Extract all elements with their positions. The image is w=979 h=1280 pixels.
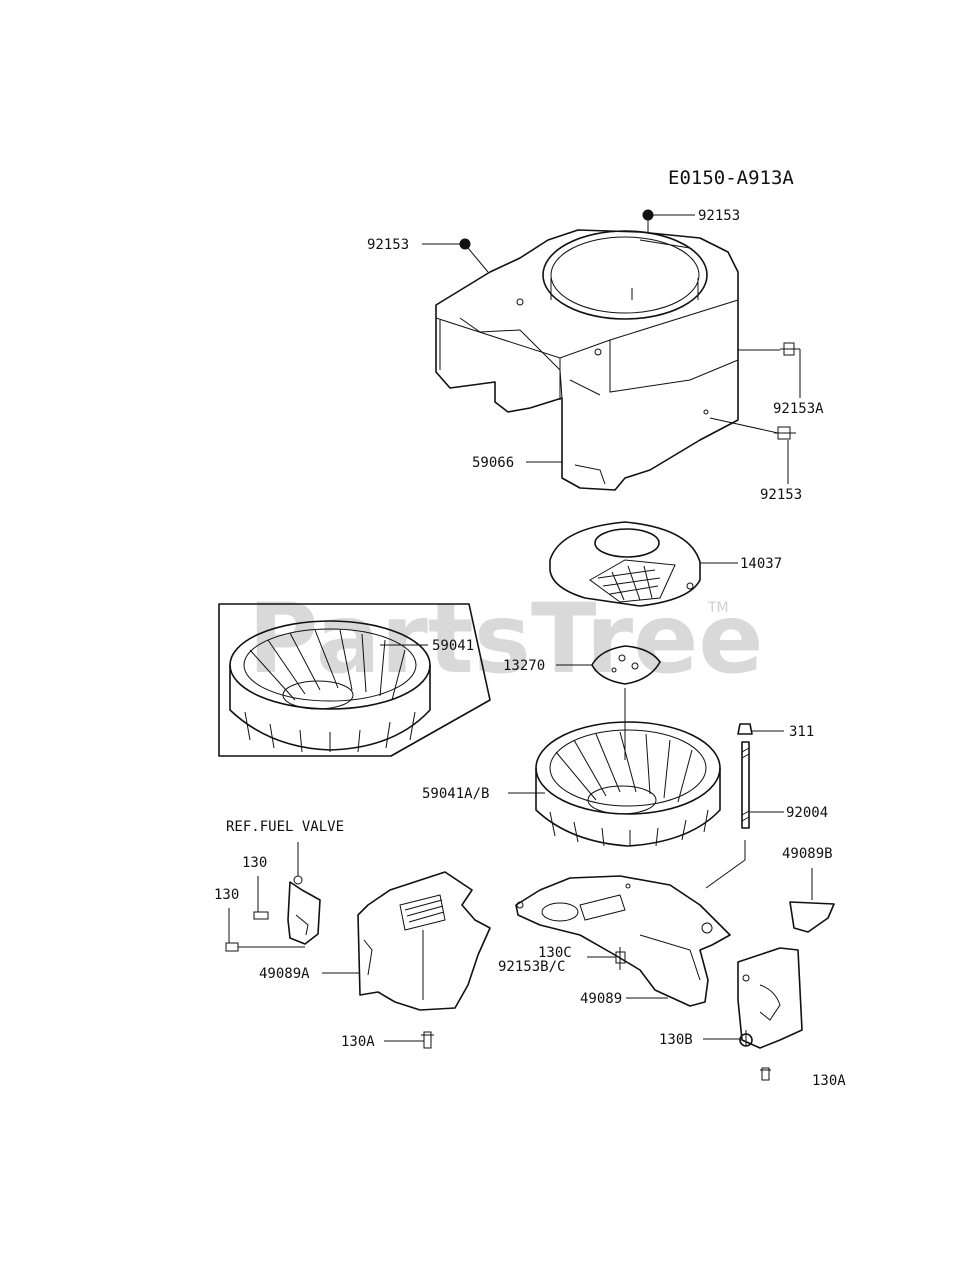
bolt-92153-left [459, 238, 489, 273]
label-92153-left: 92153 [367, 237, 409, 253]
label-92153A: 92153A [773, 401, 824, 417]
label-130C: 130C [538, 945, 572, 961]
inset-box-59041 [218, 603, 491, 757]
label-14037: 14037 [740, 556, 782, 572]
label-130A-right: 130A [812, 1073, 846, 1089]
fan-59041 [229, 620, 431, 753]
fan-59041AB [535, 721, 721, 847]
fan-cover-14037 [549, 521, 701, 607]
label-59041: 59041 [432, 638, 474, 654]
bolt-130A-right [760, 1067, 771, 1081]
label-130-left: 130 [214, 887, 239, 903]
label-49089A: 49089A [259, 966, 310, 982]
watermark-tm: TM [707, 600, 729, 616]
leader-92004-base [705, 859, 746, 889]
label-49089B: 49089B [782, 846, 833, 862]
nut-311 [737, 723, 753, 735]
baffle-49089 [515, 875, 731, 1007]
label-59066: 59066 [472, 455, 514, 471]
watermark: PartsTree [248, 583, 763, 695]
label-130A-left: 130A [341, 1034, 375, 1050]
bolt-130B [739, 1030, 753, 1047]
label-92153-top: 92153 [698, 208, 740, 224]
label-92153BC: 92153B/C [498, 959, 565, 975]
bolt-130A-left [421, 1031, 434, 1049]
label-130B: 130B [659, 1032, 693, 1048]
stud-92004 [741, 741, 750, 829]
label-ref-fuel-valve: REF.FUEL VALVE [226, 819, 344, 835]
label-311: 311 [789, 724, 814, 740]
label-130-top: 130 [242, 855, 267, 871]
leader-92153-right [709, 417, 789, 484]
leader-92153A [738, 349, 801, 398]
bolt-92153BC [615, 947, 626, 970]
label-49089: 49089 [580, 991, 622, 1007]
plate-13270 [591, 645, 661, 685]
bolt-130-top [253, 911, 269, 920]
label-92004: 92004 [786, 805, 828, 821]
fuel-valve-bracket [287, 875, 321, 945]
blower-housing-59066 [435, 229, 739, 491]
label-59041AB: 59041A/B [422, 786, 489, 802]
label-92153-right: 92153 [760, 487, 802, 503]
baffle-49089A [357, 871, 491, 1011]
diagram-code: E0150-A913A [668, 167, 794, 189]
label-13270: 13270 [503, 658, 545, 674]
bolt-92153-top [642, 209, 654, 232]
bolt-92153A [780, 342, 800, 356]
baffle-49089B [737, 901, 835, 1049]
bolt-130-left [225, 942, 239, 952]
